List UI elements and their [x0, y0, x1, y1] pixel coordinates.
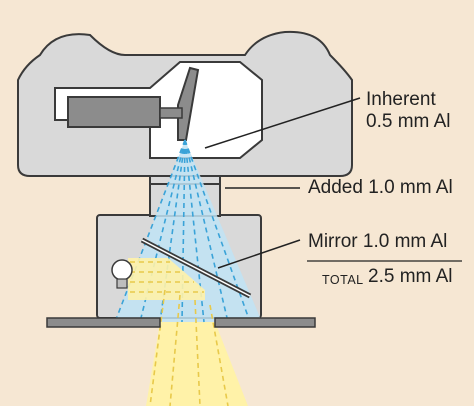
anode-target	[177, 66, 200, 141]
light-rays	[130, 261, 229, 406]
label-mirror: Mirror 1.0 mm Al	[308, 231, 448, 252]
leader-inherent	[204, 97, 361, 149]
light-bulb-icon	[111, 259, 133, 281]
xray-ray	[181, 139, 186, 323]
label-inherent-line2: 0.5 mm Al	[366, 111, 451, 132]
light-ray	[149, 289, 166, 406]
label-inherent-line1: Inherent	[366, 89, 436, 110]
light-ray	[209, 304, 229, 406]
light-ray	[169, 294, 181, 406]
light-beam-horizontal	[128, 258, 205, 300]
label-total-value: 2.5 mm Al	[368, 266, 453, 287]
label-added: Added 1.0 mm Al	[308, 177, 453, 198]
xray-ray	[184, 139, 229, 323]
leader-mirror	[217, 239, 301, 269]
base-plate-left	[46, 317, 161, 328]
base-plate-right	[214, 317, 316, 328]
cathode	[67, 96, 161, 128]
light-bulb-base	[116, 278, 128, 289]
label-total-word: TOTAL	[322, 273, 364, 287]
mirror-highlight	[141, 239, 251, 297]
xray-ray	[184, 139, 205, 323]
xray-ray	[114, 139, 186, 323]
anode-stem	[159, 107, 183, 119]
